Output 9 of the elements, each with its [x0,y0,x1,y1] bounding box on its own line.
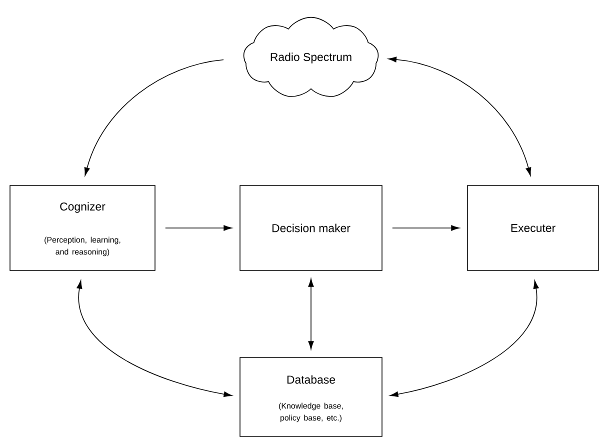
process-box: Decision maker [240,185,382,271]
arrow [392,225,460,231]
arrow [308,278,314,350]
arrow [165,225,232,231]
arrow [84,59,224,176]
process-box: Executer [467,185,599,271]
arrow [388,56,532,176]
arrow [76,280,232,398]
arrow [390,280,539,398]
